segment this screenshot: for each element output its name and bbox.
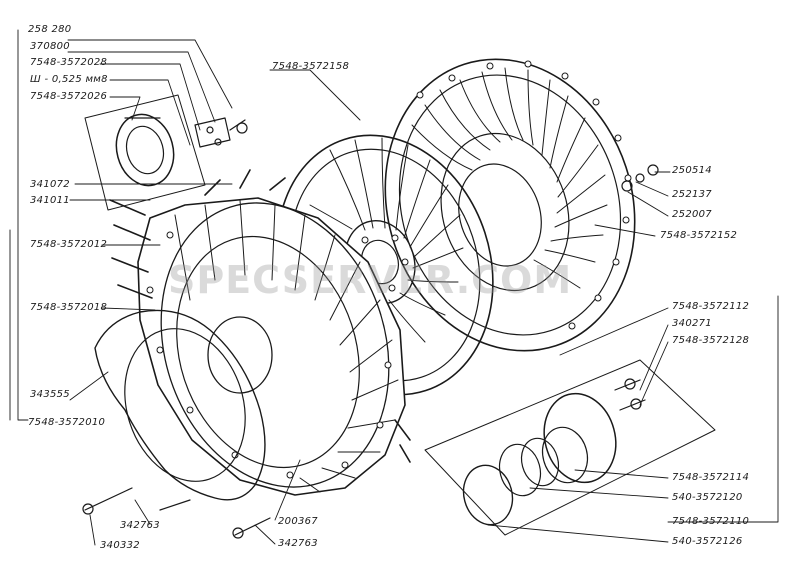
label-540-3572120: 540-3572120: [672, 492, 743, 503]
label-370800: 370800: [30, 41, 70, 52]
label-7548-3572010: 7548-3572010: [28, 417, 106, 428]
seal-ring-assembly: [84, 94, 248, 211]
label-7548-3572152: 7548-3572152: [660, 230, 738, 241]
label-252137: 252137: [672, 189, 712, 200]
label-342763-right: 342763: [278, 538, 318, 549]
label-7548-3572110: 7548-3572110: [672, 516, 750, 527]
shaft-assembly: [424, 359, 716, 536]
label-341072: 341072: [30, 179, 70, 190]
label-200367: 200367: [278, 516, 318, 527]
label-258280: 258 280: [28, 24, 72, 35]
label-342763-left: 342763: [120, 520, 160, 531]
label-340271: 340271: [672, 318, 712, 329]
label-252007: 252007: [672, 209, 712, 220]
leader-lines: [9, 29, 779, 546]
label-343555: 343555: [30, 389, 70, 400]
label-340332: 340332: [100, 540, 140, 551]
converter-housing: [109, 169, 411, 496]
label-7548-3572128: 7548-3572128: [672, 335, 750, 346]
watermark: SPECSERVER.COM: [168, 258, 573, 302]
gasket-plate: [94, 309, 266, 501]
label-250514: 250514: [672, 165, 712, 176]
label-341011: 341011: [30, 195, 70, 206]
label-7548-3572028: 7548-3572028: [30, 57, 108, 68]
label-7548-3572012: 7548-3572012: [30, 239, 108, 250]
small-hardware: [82, 164, 659, 539]
label-7548-3572158: 7548-3572158: [272, 61, 350, 72]
label-7548-3572018: 7548-3572018: [30, 302, 108, 313]
label-7548-3572112: 7548-3572112: [672, 301, 750, 312]
label-7548-3572026: 7548-3572026: [30, 91, 108, 102]
label-shim-thickness: Ш - 0,525 мм8: [30, 74, 108, 85]
label-7548-3572114: 7548-3572114: [672, 472, 750, 483]
label-540-3572126: 540-3572126: [672, 536, 743, 547]
turbine-wheel: [384, 58, 636, 352]
